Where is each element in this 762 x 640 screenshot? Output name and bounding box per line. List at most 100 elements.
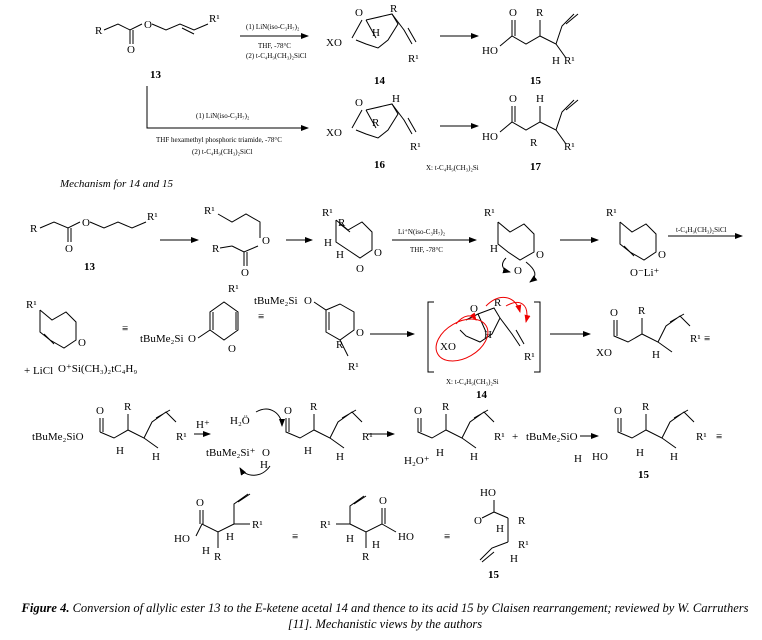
svg-text:R: R — [124, 401, 132, 413]
svg-text:H: H — [372, 539, 380, 551]
svg-text:H₂Ö: H₂Ö — [230, 415, 250, 427]
svg-text:14: 14 — [374, 75, 386, 87]
arrow-13-to-16 — [146, 86, 309, 131]
svg-text:+: + — [512, 431, 518, 443]
mech-silyl-ketene-acetal-c: tBuMe₂Si O O R¹ R — [254, 295, 364, 373]
svg-text:R¹: R¹ — [606, 207, 617, 219]
svg-text:O: O — [414, 405, 422, 417]
svg-text:O: O — [470, 303, 478, 315]
mech-protonated-acid: O H₂O⁺ R H H R¹ — [404, 401, 505, 467]
svg-text:H: H — [552, 55, 560, 67]
svg-text:O: O — [610, 307, 618, 319]
svg-text:R¹: R¹ — [564, 55, 575, 67]
acid-15-view-b: R¹ O HO H R H — [320, 495, 414, 563]
svg-text:O: O — [262, 447, 270, 459]
svg-text:H: H — [436, 447, 444, 459]
svg-text:O: O — [614, 405, 622, 417]
svg-text:(2) t-C₄H₉(CH₃)₂SiCl: (2) t-C₄H₉(CH₃)₂SiCl — [246, 52, 307, 60]
svg-text:R: R — [212, 243, 220, 255]
svg-text:HO: HO — [482, 45, 498, 57]
svg-text:H: H — [260, 459, 268, 471]
svg-text:H: H — [202, 545, 210, 557]
svg-text:R: R — [310, 401, 318, 413]
svg-text:H: H — [152, 451, 160, 463]
svg-text:R: R — [338, 217, 346, 229]
svg-text:O: O — [96, 405, 104, 417]
svg-text:O: O — [284, 405, 292, 417]
svg-text:HO: HO — [398, 531, 414, 543]
svg-text:O⁻Li⁺: O⁻Li⁺ — [630, 267, 660, 279]
svg-text:R¹: R¹ — [564, 141, 575, 153]
svg-text:13: 13 — [150, 69, 162, 81]
svg-text:H: H — [536, 93, 544, 105]
svg-text:O: O — [536, 249, 544, 261]
svg-text:tBuMe₂SiO: tBuMe₂SiO — [32, 431, 84, 443]
transition-state-14: O R H R¹ XO X: t-C₄H₉(CH₃)₂Si 14 — [427, 297, 541, 401]
svg-text:XO: XO — [440, 341, 456, 353]
mech-silyl-ketene-acetal-a: R¹ O O⁺Si(CH₃)₂tC₄H₉ + LiCl — [24, 299, 137, 377]
acid-15-view-a: O HO R¹ H H R — [174, 493, 263, 563]
svg-text:R¹: R¹ — [690, 333, 701, 345]
svg-text:O: O — [474, 515, 482, 527]
svg-text:H: H — [490, 243, 498, 255]
svg-text:tBuMe₂Si⁺: tBuMe₂Si⁺ — [206, 447, 256, 459]
svg-text:H: H — [372, 27, 380, 39]
svg-text:Li⁺N(iso-C₃H₇)₂: Li⁺N(iso-C₃H₇)₂ — [398, 228, 446, 236]
svg-text:13: 13 — [84, 261, 96, 273]
svg-text:R¹: R¹ — [26, 299, 37, 311]
svg-text:H: H — [510, 553, 518, 565]
svg-text:H: H — [304, 445, 312, 457]
compound-17-structure: HO O H R¹ R 17 — [482, 93, 579, 173]
svg-text:R¹: R¹ — [494, 431, 505, 443]
svg-text:O: O — [304, 295, 312, 307]
svg-text:O: O — [82, 217, 90, 229]
svg-text:H: H — [496, 523, 504, 535]
svg-text:≡: ≡ — [704, 333, 710, 345]
svg-text:HO: HO — [482, 131, 498, 143]
svg-text:O: O — [196, 497, 204, 509]
svg-text:HO: HO — [480, 487, 496, 499]
figure-caption: Figure 4. Conversion of allylic ester 13… — [20, 600, 750, 632]
svg-text:R¹: R¹ — [408, 53, 419, 65]
svg-text:(2) t-C₄H₉(CH₃)₂SiCl: (2) t-C₄H₉(CH₃)₂SiCl — [192, 148, 253, 156]
svg-text:R: R — [390, 3, 398, 15]
svg-text:≡: ≡ — [716, 431, 722, 443]
svg-text:XO: XO — [326, 127, 342, 139]
svg-text:R¹: R¹ — [410, 141, 421, 153]
svg-text:R¹: R¹ — [322, 207, 333, 219]
svg-text:H: H — [116, 445, 124, 457]
svg-text:H: H — [636, 447, 644, 459]
svg-text:R: R — [518, 515, 526, 527]
svg-text:H₂O⁺: H₂O⁺ — [404, 455, 430, 467]
mech-ring-ester: R¹ O H H O R — [322, 207, 382, 275]
caption-label: Figure 4. — [21, 601, 70, 615]
svg-text:O: O — [355, 97, 363, 109]
svg-text:H: H — [652, 349, 660, 361]
caption-text: Conversion of allylic ester 13 to the E-… — [69, 601, 749, 631]
svg-text:≡: ≡ — [292, 531, 298, 543]
svg-text:O: O — [514, 265, 522, 277]
svg-text:XO: XO — [326, 37, 342, 49]
svg-text:R: R — [638, 305, 646, 317]
svg-text:O: O — [356, 327, 364, 339]
svg-text:O⁺Si(CH₃)₂tC₄H₉: O⁺Si(CH₃)₂tC₄H₉ — [58, 363, 137, 375]
compound-14-structure: O R H R¹ XO 14 — [326, 3, 419, 87]
svg-text:O: O — [262, 235, 270, 247]
svg-text:R¹: R¹ — [320, 519, 331, 531]
svg-text:R¹: R¹ — [209, 13, 220, 25]
svg-text:R¹: R¹ — [362, 431, 373, 443]
svg-text:tBuMe₂SiO: tBuMe₂SiO — [526, 431, 578, 443]
mech-silyl-ester-product: O XO R H R¹ ≡ — [596, 305, 710, 361]
svg-text:16: 16 — [374, 159, 386, 171]
svg-text:X: t-C₄H₉(CH₃)₂Si: X: t-C₄H₉(CH₃)₂Si — [426, 164, 479, 172]
svg-text:R¹: R¹ — [348, 361, 359, 373]
svg-text:O: O — [228, 343, 236, 355]
svg-text:R¹: R¹ — [524, 351, 535, 363]
svg-text:O: O — [127, 44, 135, 56]
svg-text:R¹: R¹ — [228, 283, 239, 295]
compound-15-structure: HO O R R¹ H 15 — [482, 7, 579, 87]
mech-13: R O O R¹ 13 — [30, 211, 158, 273]
svg-text:15: 15 — [638, 469, 650, 481]
svg-text:tBuMe₂Si: tBuMe₂Si — [140, 333, 184, 345]
